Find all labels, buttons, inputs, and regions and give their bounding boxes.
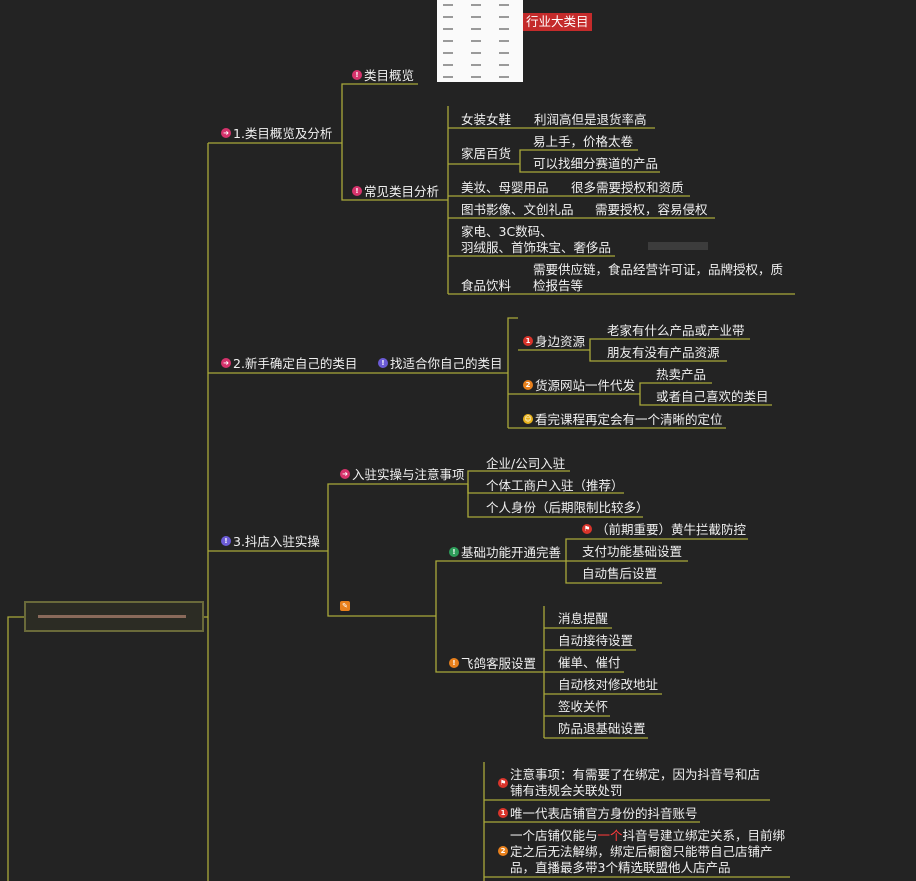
- find-category-node[interactable]: 找适合你自己的类目: [390, 356, 503, 371]
- branch-3-title[interactable]: 3.抖店入驻实操: [233, 534, 320, 549]
- source-node[interactable]: 货源网站一件代发: [535, 378, 636, 393]
- category-item-desc[interactable]: 可以找细分赛道的产品: [533, 156, 659, 171]
- category-item-desc[interactable]: 易上手，价格太卷: [533, 134, 634, 149]
- basic-child[interactable]: （前期重要）黄牛拦截防控: [596, 522, 747, 537]
- category-item[interactable]: 家电、3C数码、: [461, 224, 553, 239]
- category-item-desc[interactable]: 很多需要授权和资质: [571, 180, 684, 195]
- entry-child[interactable]: 企业/公司入驻: [486, 456, 566, 471]
- single-binding-note-highlight: 一个: [597, 828, 623, 843]
- industry-category-tag: 行业大类目: [523, 13, 592, 31]
- category-item[interactable]: 家居百货: [461, 146, 512, 161]
- info-icon: !: [221, 536, 231, 546]
- common-category-analysis-node[interactable]: 常见类目分析: [364, 184, 440, 199]
- category-list-thumbnail: [437, 0, 523, 82]
- smiley-icon: ☺: [523, 414, 533, 424]
- category-item[interactable]: 羽绒服、首饰珠宝、奢侈品: [461, 240, 612, 255]
- priority-2-icon: 2: [523, 380, 533, 390]
- priority-1-icon: 1: [523, 336, 533, 346]
- flag-icon: ⚑: [498, 778, 508, 788]
- basic-function-node[interactable]: 基础功能开通完善: [461, 545, 562, 560]
- cs-child[interactable]: 签收关怀: [558, 699, 609, 714]
- source-child[interactable]: 或者自己喜欢的类目: [656, 389, 769, 404]
- binding-note[interactable]: 注意事项：有需要了在绑定，因为抖音号和店铺有违规会关联处罚: [510, 767, 761, 798]
- entry-node[interactable]: 入驻实操与注意事项: [352, 467, 465, 482]
- course-note-node[interactable]: 看完课程再定会有一个清晰的定位: [535, 412, 723, 427]
- category-item-desc[interactable]: 需要授权，容易侵权: [595, 202, 708, 217]
- root-node[interactable]: [24, 601, 204, 632]
- single-binding-note-pre: 一个店铺仅能与: [510, 828, 598, 843]
- entry-child[interactable]: 个人身份（后期限制比较多）: [486, 500, 649, 515]
- arrow-icon: ➜: [340, 469, 350, 479]
- customer-service-node[interactable]: 飞鸽客服设置: [461, 656, 537, 671]
- category-item-desc[interactable]: 需要供应链，食品经营许可证，品牌授权，质检报告等: [533, 262, 784, 293]
- flag-icon: ⚑: [582, 524, 592, 534]
- category-item[interactable]: 图书影像、文创礼品: [461, 202, 574, 217]
- info-icon: !: [449, 547, 459, 557]
- root-node-label: [38, 615, 186, 618]
- info-icon: !: [352, 70, 362, 80]
- cs-child[interactable]: 消息提醒: [558, 611, 609, 626]
- cs-child[interactable]: 催单、催付: [558, 655, 621, 670]
- branch-2-title[interactable]: 2.新手确定自己的类目: [233, 356, 358, 371]
- basic-child[interactable]: 自动售后设置: [582, 566, 658, 581]
- priority-1-icon: 1: [498, 808, 508, 818]
- resource-child[interactable]: 老家有什么产品或产业带: [607, 323, 745, 338]
- single-binding-note[interactable]: 一个店铺仅能与一个抖音号建立绑定关系，目前绑定之后无法解绑，绑定后橱窗只能带自己…: [510, 828, 788, 876]
- cs-child[interactable]: 自动核对修改地址: [558, 677, 659, 692]
- cs-child[interactable]: 自动接待设置: [558, 633, 634, 648]
- entry-child[interactable]: 个体工商户入驻（推荐）: [486, 478, 624, 493]
- priority-2-icon: 2: [498, 846, 508, 856]
- category-overview-node[interactable]: 类目概览: [364, 68, 415, 83]
- category-item[interactable]: 食品饮料: [461, 278, 512, 293]
- blurred-text: [648, 242, 708, 250]
- resource-child[interactable]: 朋友有没有产品资源: [607, 345, 720, 360]
- arrow-icon: ➜: [221, 128, 231, 138]
- branch-1-title[interactable]: 1.类目概览及分析: [233, 126, 333, 141]
- info-icon: !: [449, 658, 459, 668]
- category-item[interactable]: 女装女鞋: [461, 112, 512, 127]
- category-item[interactable]: 美妆、母婴用品: [461, 180, 549, 195]
- single-binding-note-post: 抖音号建立绑定关系，目前绑定之后无法解绑，绑定后橱窗只能带自己店铺产品，直播最多…: [510, 828, 786, 875]
- resource-node[interactable]: 身边资源: [535, 334, 586, 349]
- info-icon: !: [378, 358, 388, 368]
- source-child[interactable]: 热卖产品: [656, 367, 707, 382]
- category-item-desc[interactable]: 利润高但是退货率高: [534, 112, 647, 127]
- arrow-icon: ➜: [221, 358, 231, 368]
- official-account-note[interactable]: 唯一代表店铺官方身份的抖音账号: [510, 806, 698, 821]
- basic-child[interactable]: 支付功能基础设置: [582, 544, 683, 559]
- cs-child[interactable]: 防品退基础设置: [558, 721, 646, 736]
- info-icon: !: [352, 186, 362, 196]
- note-icon: ✎: [340, 601, 350, 611]
